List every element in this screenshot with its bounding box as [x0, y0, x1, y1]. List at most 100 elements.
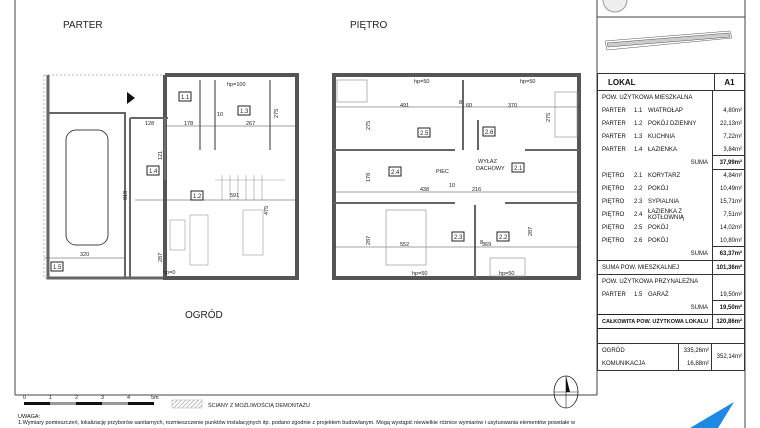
dim-438: 438	[420, 187, 429, 193]
dim-287b: 287	[528, 227, 534, 236]
room-name: POKÓJ	[648, 185, 669, 192]
room-label-1-4: 1.4	[149, 169, 158, 175]
garden-area: 335,26m²	[683, 347, 709, 354]
dim-369: 369	[482, 242, 491, 248]
room-no: 1.1	[634, 107, 643, 114]
sum-label: SUMA	[690, 304, 708, 311]
grand-total-label: CAŁKOWITA POW. UŻYTKOWA LOKALU	[602, 318, 709, 325]
scale-tick: 4	[127, 395, 130, 401]
room-label-2-4: 2.4	[391, 170, 400, 176]
table-header-unit: A1	[714, 74, 744, 90]
brand-logo	[690, 402, 734, 428]
dim-618: 618	[123, 191, 129, 200]
room-label-2-6: 2.6	[485, 130, 494, 136]
floor: PIĘTRO	[602, 198, 625, 205]
communication-label: KOMUNIKACJA	[602, 360, 646, 367]
dim-591: 591	[230, 193, 239, 199]
room-area: 19,50m²	[712, 288, 744, 301]
dachowy-label: DACHOWY	[476, 166, 505, 172]
room-label-2-2: 2.2	[499, 235, 508, 241]
room-name: POKÓJ DZIENNY	[648, 120, 697, 127]
room-label-1-5: 1.5	[53, 265, 62, 271]
room-name: KUCHNIA	[648, 133, 676, 140]
sum-label: SUMA	[690, 250, 708, 257]
communication-area: 16,88m²	[686, 360, 709, 367]
room-no: 1.2	[634, 120, 643, 127]
floor: PARTER	[602, 133, 626, 140]
piec-label: PIEC	[436, 169, 449, 175]
demolition-hatch-swatch	[171, 399, 203, 409]
total-residential-value: 101,36m²	[712, 261, 744, 274]
room-name: POKÓJ	[648, 237, 669, 244]
dim-275: 275	[274, 109, 280, 118]
garden-label: OGRÓD	[602, 347, 625, 354]
dim-491: 491	[400, 103, 409, 109]
entrance-arrow-icon	[127, 92, 135, 104]
dim-hp50-c: hp=50	[412, 271, 427, 277]
room-label-2-3: 2.3	[454, 235, 463, 241]
room-area: 15,71m²	[712, 195, 744, 208]
floor: PIĘTRO	[602, 237, 625, 244]
dim-275a: 275	[366, 121, 372, 130]
dim-hp0: hp=0	[163, 270, 175, 276]
total-residential-label: SUMA POW. MIESZKALNEJ	[602, 264, 680, 271]
dim-320: 320	[80, 252, 89, 258]
dim-475: 475	[264, 206, 270, 215]
dim-10: 10	[217, 112, 223, 118]
pietro-title: PIĘTRO	[350, 20, 387, 31]
room-area: 14,02m²	[712, 221, 744, 234]
dim-hp50-b: hp=50	[520, 79, 535, 85]
room-no: 1.4	[634, 146, 643, 153]
dim-178: 178	[184, 121, 193, 127]
scale-tick: 0	[23, 395, 26, 401]
dim-216: 216	[472, 187, 481, 193]
room-name: SYPIALNIA	[648, 198, 680, 205]
scale-tick: 2	[75, 395, 78, 401]
room-name: GARAŻ	[648, 291, 669, 298]
room-area: 4,80m²	[712, 104, 744, 117]
site-plan-strip	[604, 30, 733, 51]
dim-hp50-d: hp=50	[499, 271, 514, 277]
outdoor-block: OGRÓD KOMUNIKACJA 335,26m² 16,88m² 352,1…	[597, 343, 745, 371]
sum-value: 63,37m²	[712, 246, 744, 261]
grand-total-value: 120,86m²	[712, 315, 744, 328]
wylaz-label: WYŁAZ	[478, 159, 498, 165]
sum-value: 37,99m²	[712, 155, 744, 170]
table-header-lokal: LOKAL	[608, 77, 636, 87]
sum-value: 19,50m²	[712, 300, 744, 315]
room-area: 22,13m²	[712, 117, 744, 130]
dim-287: 287	[158, 253, 164, 262]
room-label-1-3: 1.3	[240, 109, 249, 115]
dim-267: 267	[246, 121, 255, 127]
north-arrow-icon	[553, 375, 579, 409]
room-area: 3,84m²	[712, 143, 744, 156]
demolition-legend-label: ŚCIANY Z MOŻLIWOŚCIĄ DEMONTAŻU	[208, 401, 310, 409]
floor: PIĘTRO	[602, 224, 625, 231]
section-residential: POW. UŻYTKOWA MIESZKALNA	[602, 94, 693, 101]
sum-row: SUMA 63,37m²	[597, 246, 745, 261]
dim-121: 121	[158, 151, 164, 160]
ogrod-label: OGRÓD	[185, 308, 223, 321]
total-residential-row: SUMA POW. MIESZKALNEJ 101,36m²	[597, 260, 745, 274]
dim-hp50-a: hp=50	[414, 79, 429, 85]
room-name: ŁAZIENKA	[648, 146, 678, 153]
floor: PARTER	[602, 146, 626, 153]
parter-title: PARTER	[63, 20, 103, 31]
notes-line: 1.Wymiary pomieszczeń, lokalizację przyb…	[18, 420, 575, 426]
room-area: 7,22m²	[712, 130, 744, 143]
room-no: 2.5	[634, 224, 643, 231]
sum-row: SUMA 19,50m²	[597, 300, 745, 315]
dim-370: 370	[508, 103, 517, 109]
scale-tick: 5m	[151, 395, 159, 401]
room-no: 2.2	[634, 185, 643, 192]
dim-8: 8	[459, 100, 462, 106]
